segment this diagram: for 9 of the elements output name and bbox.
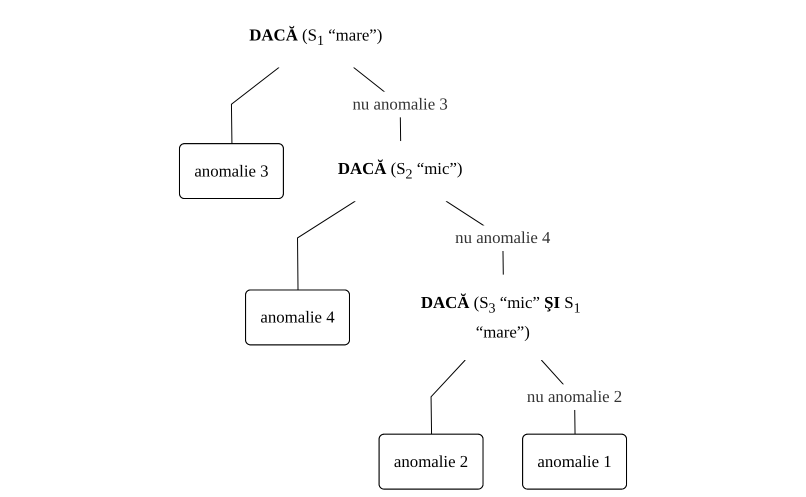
- connector: [297, 200, 356, 291]
- connector: [430, 360, 466, 436]
- edge-label: nu anomalie 4: [455, 228, 550, 248]
- node-text: DACĂ (S$_{1}$ “mare”): [249, 26, 382, 49]
- connector: [230, 66, 280, 145]
- edge-label: nu anomalie 2: [526, 387, 622, 406]
- node-text: DACĂ (S$_{2}$ “mic”): [338, 159, 463, 183]
- node-text: DACĂ (S$_{3}$ “mic” ŞI S$_{1}$ “mare”): [420, 293, 581, 342]
- edge-label: nu anomalie 3: [352, 94, 448, 114]
